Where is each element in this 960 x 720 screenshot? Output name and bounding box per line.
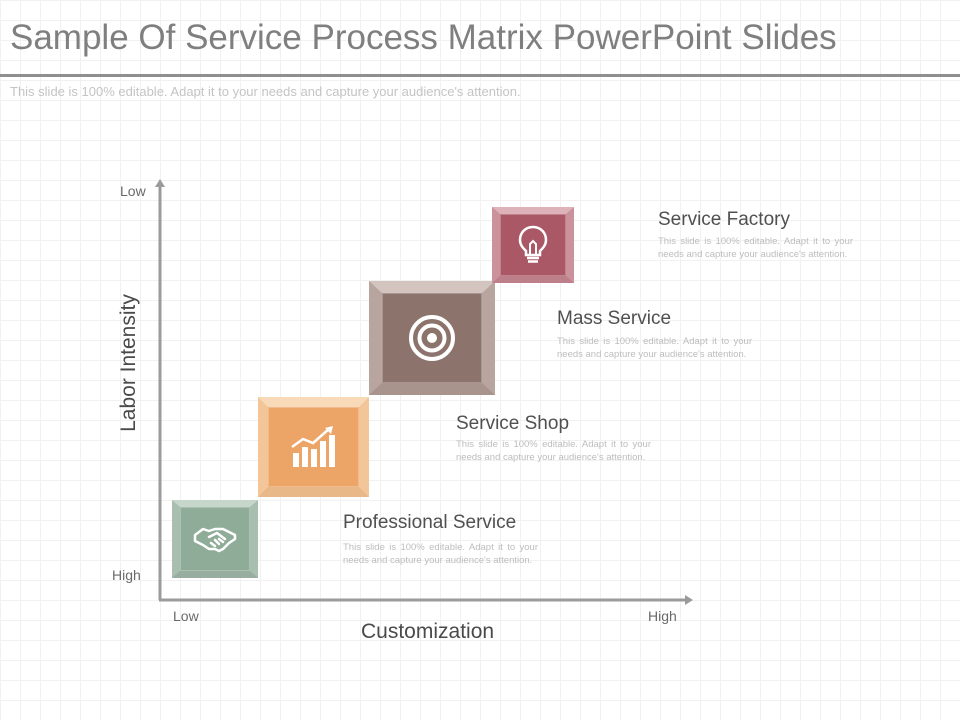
service-factory-panel xyxy=(500,214,566,276)
growth-chart-icon xyxy=(268,407,359,487)
y-axis-title: Labor Intensity xyxy=(117,294,140,432)
lightbulb-icon xyxy=(500,214,566,276)
y-axis-low-label: Low xyxy=(120,183,146,199)
service-shop-desc: This slide is 100% editable. Adapt it to… xyxy=(456,439,651,463)
target-icon xyxy=(382,293,482,383)
handshake-icon xyxy=(180,507,250,571)
service-factory-title: Service Factory xyxy=(658,209,790,230)
y-axis-high-label: High xyxy=(112,567,141,583)
mass-service-title: Mass Service xyxy=(557,308,672,329)
professional-service-desc: This slide is 100% editable. Adapt it to… xyxy=(343,542,538,566)
x-axis-arrowhead xyxy=(685,595,693,605)
slide-subtitle: This slide is 100% editable. Adapt it to… xyxy=(10,84,521,99)
mass-service-block xyxy=(369,281,495,395)
x-axis-high-label: High xyxy=(648,608,677,624)
mass-service-panel xyxy=(382,293,482,383)
x-axis-title: Customization xyxy=(361,620,495,643)
service-shop-block xyxy=(258,397,369,497)
service-shop-panel xyxy=(268,407,359,487)
professional-service-panel xyxy=(180,507,250,571)
service-shop-title: Service Shop xyxy=(456,413,570,434)
slide-title: Sample Of Service Process Matrix PowerPo… xyxy=(10,18,837,57)
title-divider xyxy=(0,74,960,77)
service-factory-block xyxy=(492,207,574,283)
service-factory-desc: This slide is 100% editable. Adapt it to… xyxy=(658,236,853,260)
y-axis-arrowhead xyxy=(155,179,165,187)
professional-service-title: Professional Service xyxy=(343,512,517,533)
x-axis-low-label: Low xyxy=(173,608,199,624)
professional-service-block xyxy=(172,500,258,578)
mass-service-desc: This slide is 100% editable. Adapt it to… xyxy=(557,336,752,360)
